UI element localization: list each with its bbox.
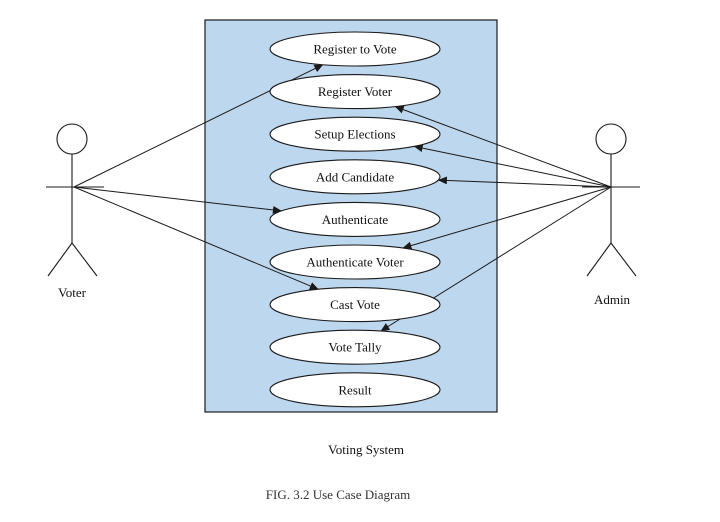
use-case-setup-elections — [269, 116, 441, 152]
use-case-result — [269, 372, 441, 408]
voter-right-leg — [71, 242, 98, 277]
admin-actor — [582, 123, 640, 277]
admin-association-add-candidate — [437, 176, 612, 188]
use-case-label-register-to-vote: Register to Vote — [313, 42, 397, 57]
use-case-label-add-candidate: Add Candidate — [316, 169, 395, 184]
voter-left-leg — [47, 242, 73, 277]
use-case-label-register-voter: Register Voter — [318, 84, 393, 99]
use-case-cast-vote — [269, 287, 441, 323]
admin-label: Admin — [594, 292, 631, 307]
use-case-authenticate-voter — [269, 244, 441, 280]
use-case-add-candidate — [269, 159, 441, 195]
admin-head — [595, 123, 627, 155]
use-case-label-authenticate-voter: Authenticate Voter — [306, 255, 404, 270]
admin-right-leg — [610, 242, 637, 277]
use-case-label-authenticate: Authenticate — [322, 212, 389, 227]
use-case-authenticate — [269, 201, 441, 237]
voter-label: Voter — [58, 285, 87, 300]
system-label: Voting System — [328, 442, 404, 457]
admin-association-authenticate-voter — [402, 186, 612, 250]
admin-association-register-voter — [394, 105, 612, 188]
use-case-vote-tally — [269, 329, 441, 365]
admin-left-leg — [586, 242, 612, 277]
admin-association-setup-elections — [413, 144, 612, 188]
use-case-label-result: Result — [338, 382, 372, 397]
use-case-label-cast-vote: Cast Vote — [330, 297, 380, 312]
use-case-register-to-vote — [269, 31, 441, 67]
use-case-register-voter — [269, 74, 441, 110]
use-case-label-setup-elections: Setup Elections — [314, 127, 395, 142]
voter-association-authenticate — [73, 186, 282, 214]
voter-actor — [46, 123, 104, 277]
voter-association-cast-vote — [73, 186, 319, 290]
voter-head — [56, 123, 88, 155]
figure-caption: FIG. 3.2 Use Case Diagram — [266, 487, 410, 502]
use-case-label-vote-tally: Vote Tally — [328, 340, 382, 355]
